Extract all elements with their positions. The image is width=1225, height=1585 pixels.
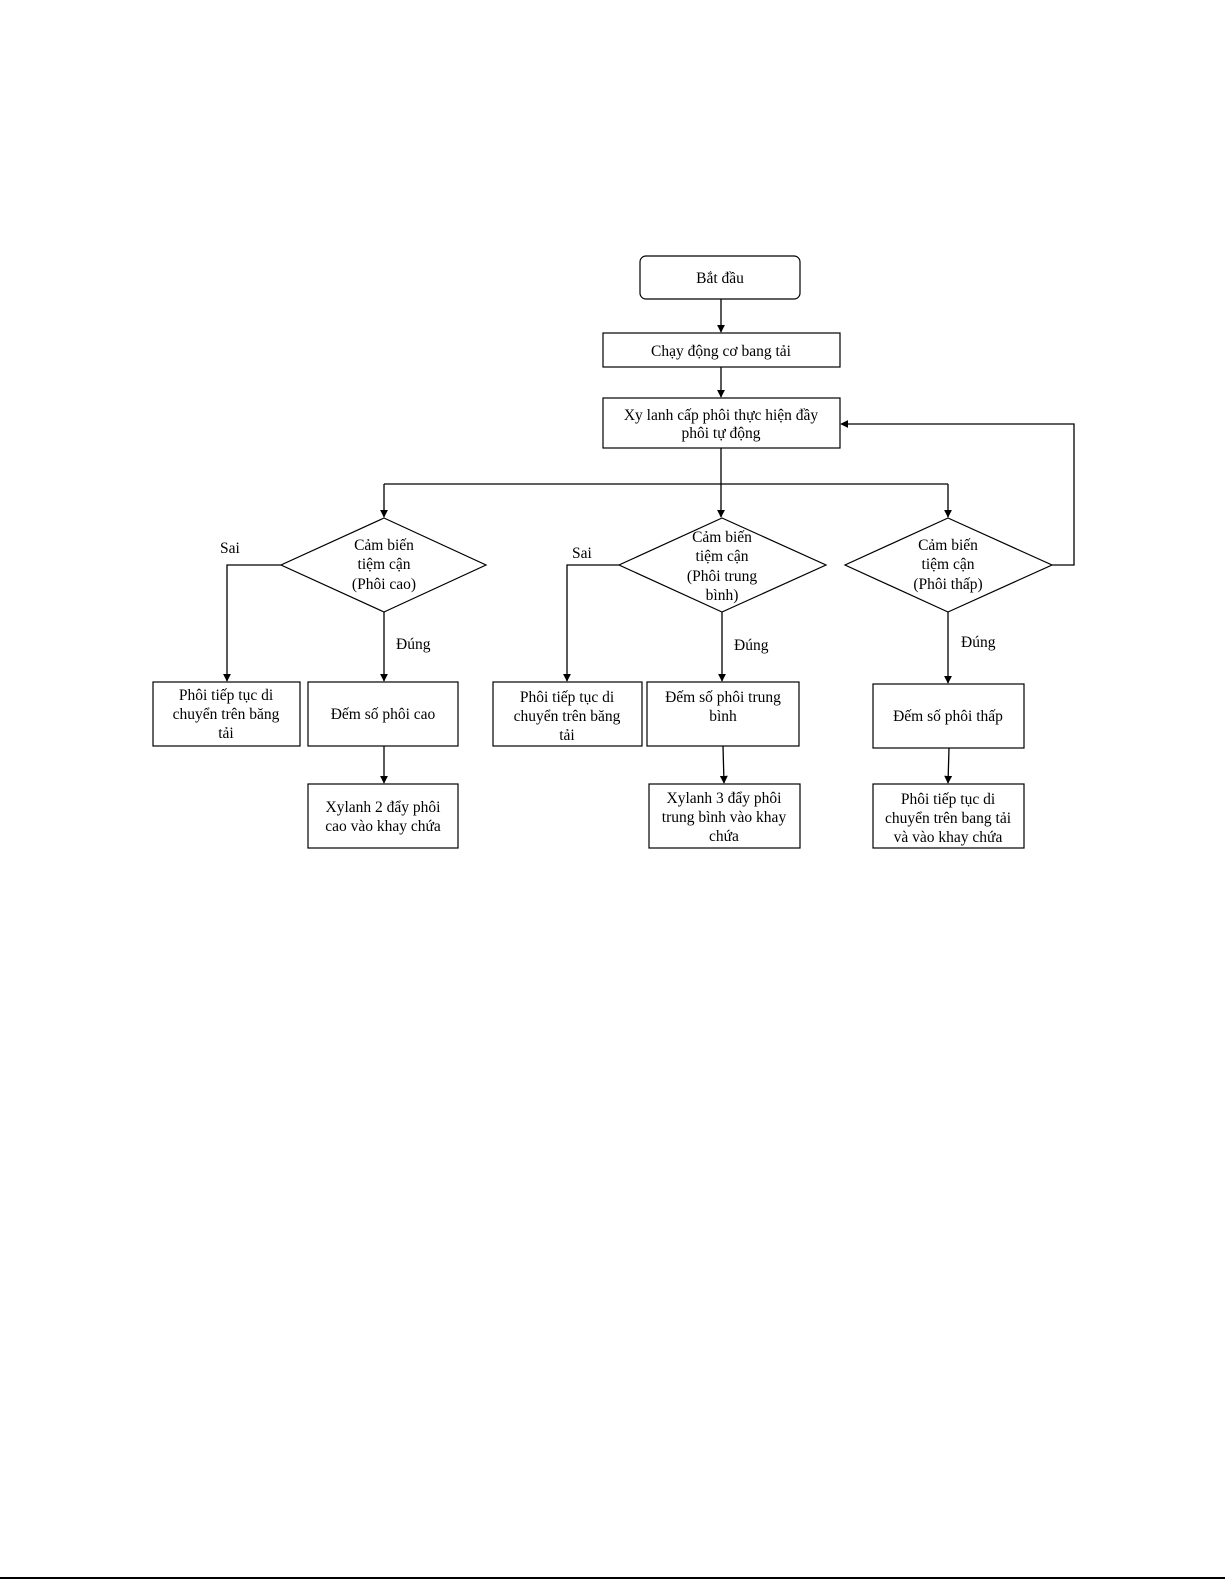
cylinder3-line-3: chứa xyxy=(709,828,739,845)
sensor-low-line-1: Cảm biến xyxy=(918,537,978,554)
continue-high-line-2: chuyển trên băng xyxy=(173,706,280,723)
arrow-mid-false xyxy=(563,564,619,682)
count-mid-line-2: bình xyxy=(709,708,737,725)
sensor-mid-decision: Cảm biến tiệm cận (Phôi trung bình) xyxy=(617,517,828,613)
continue-mid-line-2: chuyển trên băng xyxy=(514,708,621,725)
sensor-mid-line-2: tiệm cận xyxy=(696,548,749,565)
continue-mid-line-1: Phôi tiếp tục di xyxy=(520,689,615,706)
sensor-mid-line-1: Cảm biến xyxy=(692,529,752,546)
sensor-mid-line-3: (Phôi trung xyxy=(687,568,757,585)
false-label-mid: Sai xyxy=(572,545,593,562)
continue-low-line-2: chuyển trên bang tải xyxy=(885,810,1012,827)
sensor-high-line-1: Cảm biến xyxy=(354,537,414,554)
count-mid-box: Đếm số phôi trung bình xyxy=(646,681,800,747)
cylinder2-line-2: cao vào khay chứa xyxy=(325,818,441,835)
continue-high-line-1: Phôi tiếp tục di xyxy=(179,687,274,704)
sensor-low-line-2: tiệm cận xyxy=(922,556,975,573)
feed-cylinder-line-2: phôi tự động xyxy=(681,425,760,442)
run-conveyor-label: Chạy động cơ bang tải xyxy=(651,343,792,360)
feed-cylinder-box: Xy lanh cấp phôi thực hiện đầy phôi tự đ… xyxy=(602,397,841,449)
sensor-high-line-3: (Phôi cao) xyxy=(352,576,416,593)
continue-low-line-3: và vào khay chứa xyxy=(894,829,1003,846)
start-terminal: Bắt đầu xyxy=(639,255,801,300)
sensor-low-line-3: (Phôi thấp) xyxy=(913,576,982,593)
continue-mid-box: Phôi tiếp tục di chuyển trên băng tải xyxy=(492,681,643,747)
sensor-high-decision: Cảm biến tiệm cận (Phôi cao) xyxy=(279,517,488,613)
arrow-count-mid-to-cylinder3 xyxy=(719,745,728,784)
continue-high-line-3: tải xyxy=(218,725,234,742)
true-label-mid: Đúng xyxy=(734,637,769,654)
continue-low-line-1: Phôi tiếp tục di xyxy=(901,791,996,808)
feed-cylinder-line-1: Xy lanh cấp phôi thực hiện đầy xyxy=(624,407,819,424)
true-label-high: Đúng xyxy=(396,636,431,653)
arrow-count-low-to-continue xyxy=(944,747,953,784)
cylinder3-box: Xylanh 3 đẩy phôi trung bình vào khay ch… xyxy=(648,783,801,849)
sensor-high-line-2: tiệm cận xyxy=(358,556,411,573)
arrow-low-loop-back xyxy=(840,420,1075,566)
true-label-low: Đúng xyxy=(961,634,996,651)
count-high-box: Đếm số phôi cao xyxy=(307,681,459,747)
continue-low-box: Phôi tiếp tục di chuyển trên bang tải và… xyxy=(872,783,1025,849)
cylinder2-box: Xylanh 2 đẩy phôi cao vào khay chứa xyxy=(307,783,459,849)
count-low-label: Đếm số phôi thấp xyxy=(893,708,1003,725)
page-bottom-rule xyxy=(0,1577,1225,1579)
count-mid-line-1: Đếm số phôi trung xyxy=(665,689,781,706)
arrow-high-false xyxy=(223,564,281,682)
continue-mid-line-3: tải xyxy=(559,727,575,744)
cylinder3-line-2: trung bình vào khay xyxy=(662,809,787,826)
sensor-low-decision: Cảm biến tiệm cận (Phôi thấp) xyxy=(843,517,1054,613)
run-conveyor-box: Chạy động cơ bang tải xyxy=(602,332,841,368)
sensor-mid-line-4: bình) xyxy=(706,587,739,604)
false-label-high: Sai xyxy=(220,540,241,557)
cylinder3-line-1: Xylanh 3 đẩy phôi xyxy=(667,790,783,807)
continue-high-box: Phôi tiếp tục di chuyển trên băng tải xyxy=(152,681,301,747)
start-label: Bắt đầu xyxy=(696,270,744,287)
count-high-label: Đếm số phôi cao xyxy=(331,706,436,723)
count-low-box: Đếm số phôi thấp xyxy=(872,683,1025,749)
cylinder2-line-1: Xylanh 2 đẩy phôi xyxy=(326,799,442,816)
